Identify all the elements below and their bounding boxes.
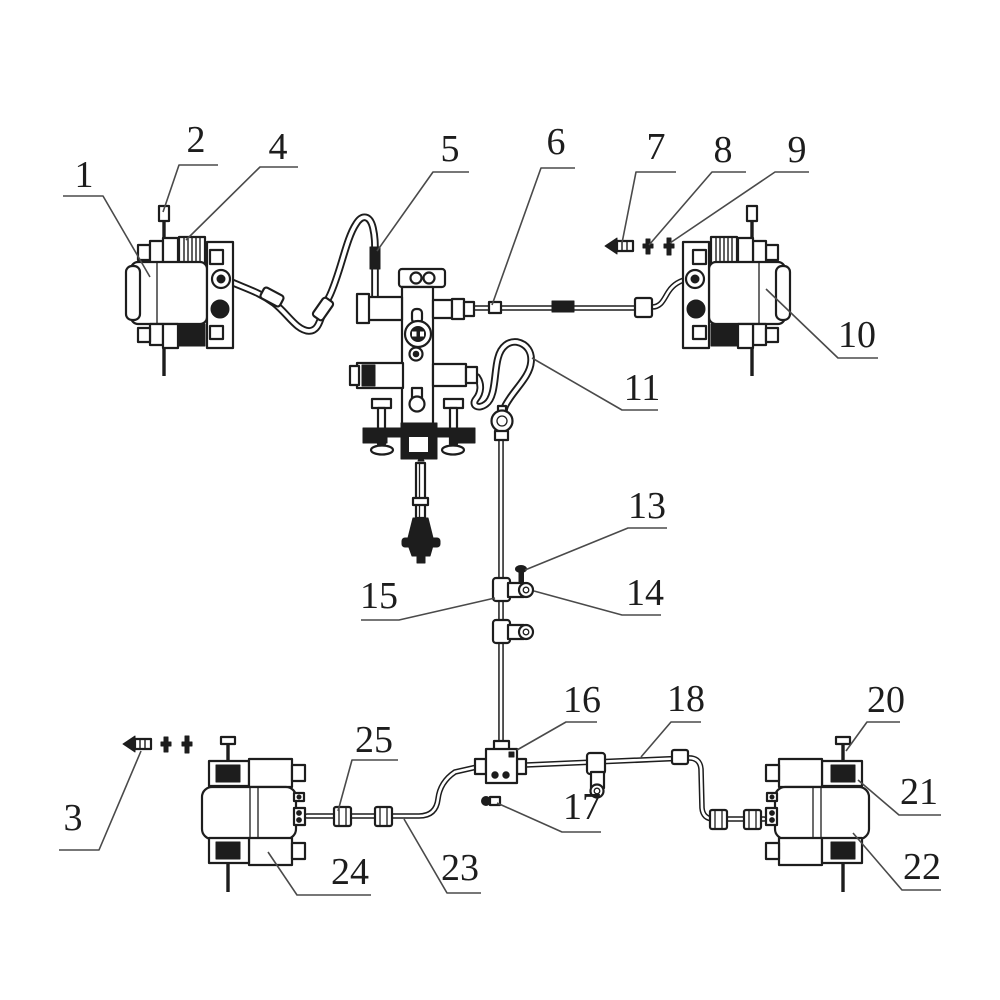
callout-label: 24 [331, 851, 369, 893]
rear-left-brake-pipe [304, 764, 480, 828]
callout-label: 9 [788, 129, 807, 171]
callout-16: 16 [516, 679, 601, 751]
callout-label: 14 [626, 572, 664, 614]
front-right-brake-caliper [681, 204, 792, 378]
callout-1: 1 [63, 154, 151, 278]
pipe-clamp-upper [491, 576, 535, 603]
distribution-valve [348, 267, 479, 564]
callout-label: 15 [360, 575, 398, 617]
callout-label: 4 [269, 126, 288, 168]
callout-label: 1 [75, 154, 94, 196]
clamp-screw-17 [481, 795, 502, 807]
callout-label: 20 [867, 679, 905, 721]
callout-11: 11 [531, 357, 661, 411]
callout-label: 5 [441, 128, 460, 170]
hose-ferrule [369, 246, 381, 270]
callout-label: 21 [900, 771, 938, 813]
callout-label: 10 [838, 314, 876, 356]
front-left-brake-hose [225, 213, 381, 335]
rear-right-brake-caliper [764, 735, 871, 894]
callout-5: 5 [376, 128, 469, 252]
banjo-bolt-washer-set-7 [603, 236, 676, 257]
valve-outlet-hose [470, 338, 535, 415]
callout-label: 6 [547, 121, 566, 163]
pipe-union-25 [332, 805, 353, 828]
callout-13: 13 [524, 485, 667, 571]
callout-14: 14 [533, 572, 664, 616]
callout-label: 8 [714, 129, 733, 171]
callout-23: 23 [403, 818, 481, 894]
pipe-collar [487, 300, 503, 315]
pipe-clamp-lower [491, 618, 535, 645]
callout-label: 23 [441, 847, 479, 889]
callout-17: 17 [496, 786, 601, 833]
tee-junction-block [473, 739, 528, 785]
callout-label: 17 [563, 786, 601, 828]
callout-10: 10 [765, 288, 878, 359]
callout-label: 2 [187, 119, 206, 161]
valve-stem [401, 454, 441, 564]
valve-mount-bolt [369, 397, 395, 456]
pipe-union [742, 808, 763, 831]
callout-25: 25 [337, 719, 398, 812]
rear-left-brake-caliper [200, 735, 307, 894]
callout-18: 18 [640, 678, 705, 758]
valve-mount-bolt [440, 397, 466, 456]
pipe-union [633, 296, 654, 319]
callout-3: 3 [59, 750, 142, 851]
front-left-brake-caliper [124, 204, 235, 378]
callout-7: 7 [621, 126, 676, 244]
callout-24: 24 [267, 851, 371, 896]
pipe-sleeve [551, 300, 575, 313]
hose-collar [259, 286, 285, 308]
callout-8: 8 [648, 129, 746, 246]
callout-2: 2 [162, 119, 218, 213]
callout-label: 25 [355, 719, 393, 761]
callout-label: 11 [624, 367, 661, 409]
callout-6: 6 [491, 121, 575, 306]
rear-main-brake-pipe [490, 404, 514, 745]
callout-label: 7 [647, 126, 666, 168]
callout-label: 16 [563, 679, 601, 721]
callout-21: 21 [857, 771, 941, 816]
callout-20: 20 [845, 679, 905, 752]
callout-4: 4 [185, 126, 298, 241]
front-right-brake-pipe [471, 276, 692, 319]
callout-label: 18 [667, 678, 705, 720]
rear-right-brake-pipe [523, 748, 767, 831]
callout-9: 9 [669, 129, 809, 244]
callout-label: 3 [64, 797, 83, 839]
pipe-collar [493, 429, 510, 442]
callout-15: 15 [360, 575, 496, 621]
hose-collar [311, 296, 335, 322]
pipe-union [373, 805, 394, 828]
pipe-clamp-17 [585, 751, 607, 799]
callouts: 1 2 3 4 5 6 7 8 [59, 119, 941, 896]
pipe-union [708, 808, 729, 831]
callout-label: 22 [903, 846, 941, 888]
pipe-collar [670, 748, 690, 766]
banjo-bolt-washer-set-3 [121, 734, 194, 755]
clamp-screw-13 [515, 565, 527, 583]
callout-label: 13 [628, 485, 666, 527]
callout-22: 22 [852, 832, 941, 891]
